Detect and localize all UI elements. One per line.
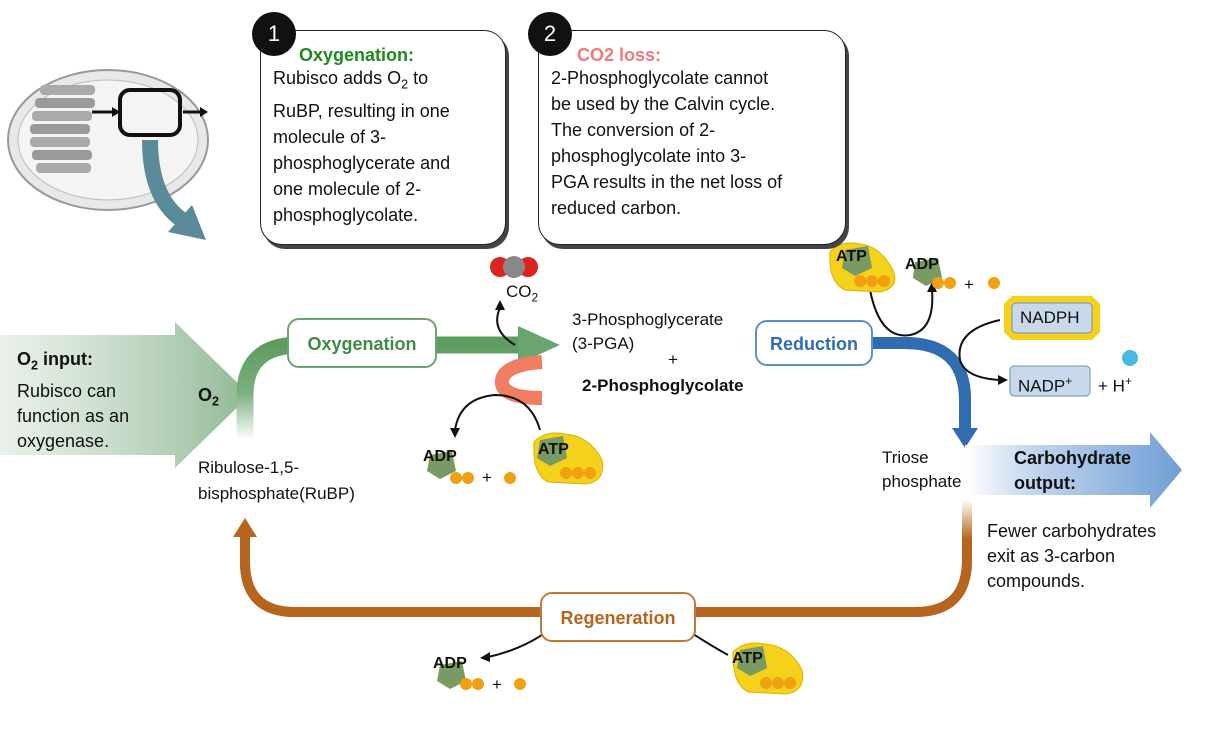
co2-label: CO2 xyxy=(506,282,539,305)
step-badge: 1 xyxy=(252,12,296,56)
plus-sign: + xyxy=(668,350,678,369)
callout-line: molecule of 3- xyxy=(273,126,387,147)
reduction-arrowhead xyxy=(952,428,978,448)
stage-reduction: Reduction xyxy=(755,320,873,366)
o-ion-icon xyxy=(1122,350,1138,366)
phosphoglycolate-label: 2-Phosphoglycolate xyxy=(582,376,744,395)
adp-label: ADP xyxy=(423,448,457,465)
triose-label-2: phosphate xyxy=(882,472,962,491)
plus-sign: + xyxy=(482,468,492,487)
atp-label: ATP xyxy=(538,441,569,458)
step-badge: 2 xyxy=(528,12,572,56)
callout-line: Rubisco adds O2 to xyxy=(273,68,429,92)
o2-label: O2 xyxy=(198,385,220,409)
regeneration-arrowhead xyxy=(233,518,257,537)
callout-line: be used by the Calvin cycle. xyxy=(551,94,776,114)
rubp-label: Ribulose-1,5- xyxy=(198,458,300,477)
atp-label: ATP xyxy=(732,650,763,667)
callout-co2-loss: CO2 loss: 2-Phosphoglycolate cannot be u… xyxy=(538,30,846,245)
oxygenation-arrowhead xyxy=(518,326,560,364)
input-title: O2 input: xyxy=(17,349,94,373)
atp-icon xyxy=(732,642,804,695)
co2-molecule-icon xyxy=(490,256,538,278)
nadp-label: NADP+ xyxy=(1018,374,1073,396)
pga-label: 3-Phosphoglycerate xyxy=(572,310,724,329)
callout-line: The conversion of 2- xyxy=(551,120,716,140)
adp-icon xyxy=(427,451,516,484)
callout-oxygenation: Oxygenation: Rubisco adds O2 to RuBP, re… xyxy=(260,30,506,245)
callout-line: phosphoglycolate into 3- xyxy=(551,146,747,166)
input-line: oxygenase. xyxy=(17,430,110,451)
callout-line: phosphoglycerate and xyxy=(273,152,451,173)
callout-title: Oxygenation: xyxy=(299,45,415,65)
callout-line: 2-Phosphoglycolate cannot xyxy=(551,68,769,88)
h-ion-label: + H+ xyxy=(1098,374,1132,396)
plus-sign: + xyxy=(964,275,974,294)
callout-line: reduced carbon. xyxy=(551,198,682,218)
stage-regeneration: Regeneration xyxy=(540,592,696,642)
input-arrow xyxy=(0,322,250,468)
output-title-line: output: xyxy=(1014,473,1076,493)
nadp-box xyxy=(1009,365,1091,397)
output-arrow xyxy=(965,432,1182,508)
callout-title: CO2 loss: xyxy=(577,45,662,65)
callout-line: PGA results in the net loss of xyxy=(551,172,783,192)
output-title-line: Carbohydrate xyxy=(1014,448,1132,468)
plus-sign: + xyxy=(492,675,502,694)
atp-label: ATP xyxy=(836,248,867,265)
adp-label: ADP xyxy=(905,256,939,273)
input-line: function as an xyxy=(17,405,130,426)
output-line: exit as 3-carbon xyxy=(987,546,1116,566)
atp-icon xyxy=(533,432,604,485)
output-line: Fewer carbohydrates xyxy=(987,521,1157,541)
pga-abbrev-label: (3-PGA) xyxy=(572,334,635,353)
adp-label: ADP xyxy=(433,655,467,672)
rubp-label-2: bisphosphate(RuBP) xyxy=(198,484,355,503)
output-title: Carbohydrate output: xyxy=(1014,446,1131,496)
adp-icon xyxy=(437,661,526,690)
input-line: Rubisco can xyxy=(17,380,117,401)
stage-oxygenation: Oxygenation xyxy=(287,318,437,368)
output-line: compounds. xyxy=(987,571,1086,591)
co2-loss-arc xyxy=(495,355,543,405)
nadph-label: NADPH xyxy=(1020,308,1080,327)
input-description: O2 input: Rubisco can function as an oxy… xyxy=(17,347,129,454)
triose-label: Triose xyxy=(882,448,929,467)
output-description: Fewer carbohydrates exit as 3-carbon com… xyxy=(987,519,1156,594)
callout-line: one molecule of 2- xyxy=(273,178,422,199)
callout-line: phosphoglycolate. xyxy=(273,204,419,225)
atp-icon xyxy=(829,242,896,293)
callout-line: RuBP, resulting in one xyxy=(273,100,450,121)
chloroplast-icon xyxy=(7,69,209,240)
adp-icon xyxy=(913,258,1000,289)
